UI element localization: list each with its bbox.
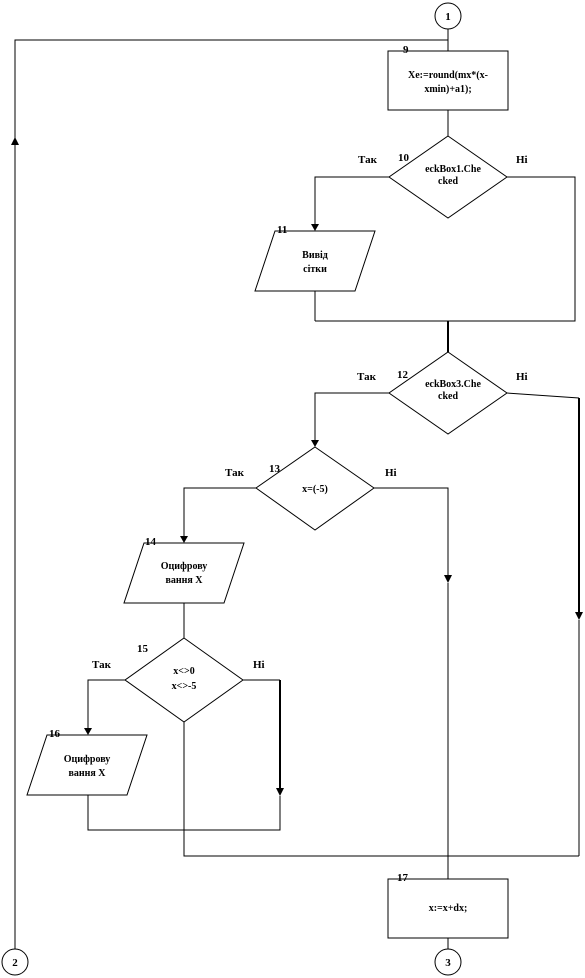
flow-line-yes-10 <box>314 176 389 224</box>
process-block-17: 17 x:=x+dx; <box>387 872 509 939</box>
block-15-line-1: x<>0 <box>173 666 194 677</box>
connector-2-label: 2 <box>12 957 18 969</box>
decision-diamond-12 <box>388 351 508 435</box>
block-14-line-2: вання X <box>165 575 203 586</box>
io-block-16: 16 Оцифрову вання X <box>26 728 148 796</box>
flow-line-yes-12 <box>314 392 389 440</box>
block-number-15: 15 <box>137 643 149 655</box>
branch-yes-12: Так <box>357 371 377 383</box>
block-number-17: 17 <box>397 872 409 884</box>
arrowhead <box>444 575 452 583</box>
arrowhead <box>180 536 188 543</box>
block-9-line-2: xmin)+a1); <box>424 84 471 95</box>
decision-block-10: 10 eckBox1.Che cked Так Ні <box>358 135 528 219</box>
connector-3-label: 3 <box>445 957 451 969</box>
io-block-14: 14 Оцифрову вання X <box>123 536 245 604</box>
block-number-10: 10 <box>398 152 410 164</box>
flow-line-no-12 <box>506 392 580 399</box>
connector-3-circle <box>434 948 462 976</box>
block-number-14: 14 <box>145 536 157 548</box>
arrowhead <box>311 440 319 447</box>
arrowhead <box>84 728 92 735</box>
block-14-line-1: Оцифрову <box>161 561 208 572</box>
flow-line-yes-15 <box>87 679 125 728</box>
process-box-17 <box>387 878 509 939</box>
block-17-line-1: x:=x+dx; <box>429 903 468 914</box>
arrowhead-up <box>11 137 19 145</box>
arrowhead <box>276 788 284 796</box>
block-number-12: 12 <box>397 369 409 381</box>
block-13-line-1: x=(-5) <box>302 484 328 495</box>
decision-block-13: 13 x=(-5) Так Ні <box>225 446 397 531</box>
connector-1: 1 <box>434 2 462 30</box>
branch-yes-15: Так <box>92 659 112 671</box>
block-number-13: 13 <box>269 463 281 475</box>
flow-line-yes-13 <box>183 487 256 536</box>
connector-2: 2 <box>1 948 29 976</box>
decision-diamond-13 <box>255 446 375 531</box>
decision-diamond-10 <box>388 135 508 219</box>
branch-yes-13: Так <box>225 467 245 479</box>
block-12-line-1: eckBox3.Che <box>425 379 481 390</box>
block-number-9: 9 <box>403 44 409 56</box>
block-12-line-2: cked <box>438 391 458 402</box>
flow-line-merge <box>183 722 579 857</box>
block-16-line-1: Оцифрову <box>64 754 111 765</box>
block-15-line-2: x<>-5 <box>172 681 197 692</box>
block-11-line-2: сітки <box>303 264 327 275</box>
branch-no-12: Ні <box>516 371 528 383</box>
io-parallelogram-14 <box>123 542 245 604</box>
branch-no-13: Ні <box>385 467 397 479</box>
block-9-line-1: Xe:=round(mx*(x- <box>408 70 488 81</box>
block-11-line-1: Вивід <box>302 250 328 261</box>
connector-3: 3 <box>434 948 462 976</box>
decision-block-15: 15 x<>0 x<>-5 Так Ні <box>92 637 265 723</box>
io-parallelogram-11 <box>254 230 376 292</box>
block-16-line-2: вання X <box>68 768 106 779</box>
block-10-line-2: cked <box>438 176 458 187</box>
flow-line-no-10 <box>315 176 576 322</box>
loop-line <box>14 39 448 949</box>
flow-line-no-13 <box>374 487 449 575</box>
connector-1-label: 1 <box>445 11 451 23</box>
arrowhead <box>575 612 583 620</box>
process-box-9 <box>387 50 509 111</box>
block-number-16: 16 <box>49 728 61 740</box>
branch-no-15: Ні <box>253 659 265 671</box>
branch-yes-10: Так <box>358 154 378 166</box>
io-parallelogram-16 <box>26 734 148 796</box>
connector-2-circle <box>1 948 29 976</box>
io-block-11: 11 Вивід сітки <box>254 224 376 292</box>
block-number-11: 11 <box>277 224 287 236</box>
arrowhead <box>311 224 319 231</box>
branch-no-10: Ні <box>516 154 528 166</box>
process-block-9: 9 Xe:=round(mx*(x- xmin)+a1); <box>387 44 509 111</box>
block-10-line-1: eckBox1.Che <box>425 164 481 175</box>
decision-block-12: 12 eckBox3.Che cked Так Ні <box>357 351 528 435</box>
